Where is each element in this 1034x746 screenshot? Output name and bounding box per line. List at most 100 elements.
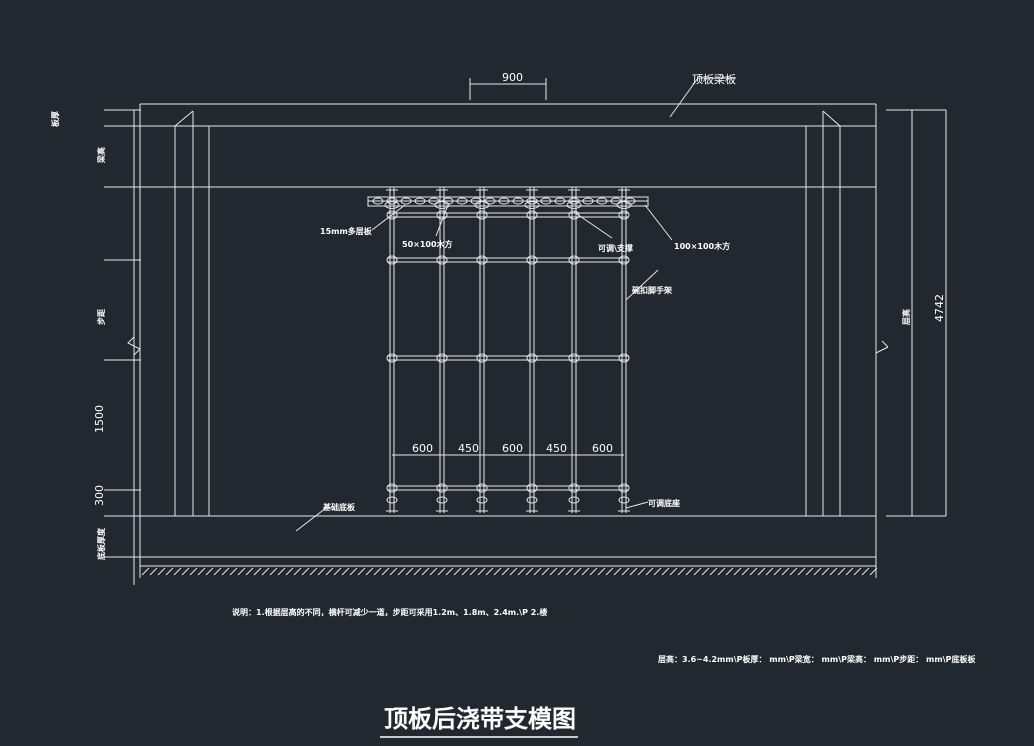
label-foundation-slab: 基础底板 [322, 502, 356, 512]
hatch-stroke [485, 567, 494, 576]
hatch-stroke [565, 567, 574, 576]
side-step-distance: 步距 [96, 309, 106, 325]
hatch-stroke [229, 567, 238, 576]
hatch-stroke [605, 567, 614, 576]
hatch-stroke [397, 567, 406, 576]
hatch-stroke [621, 567, 630, 576]
base-nut [476, 496, 488, 504]
ground-hatch [141, 567, 878, 576]
hatch-stroke [765, 567, 774, 576]
hatch-stroke [373, 567, 382, 576]
hatch-stroke [413, 567, 422, 576]
hatch-stroke [669, 567, 678, 576]
spacing-5: 600 [592, 442, 613, 455]
dim-900: 900 [502, 71, 523, 84]
hatch-stroke [197, 567, 206, 576]
hatch-stroke [781, 567, 790, 576]
hatch-stroke [461, 567, 470, 576]
label-plywood: 15mm多层板 [320, 226, 373, 236]
hatch-stroke [813, 567, 822, 576]
hatch-stroke [541, 567, 550, 576]
base-nut [568, 496, 580, 504]
hatch-stroke [277, 567, 286, 576]
label-timber-large: 100×100木方 [674, 241, 730, 251]
hatch-stroke [749, 567, 758, 576]
spacing-3: 600 [502, 442, 523, 455]
base-nut [526, 496, 538, 504]
coupler-node [436, 353, 448, 363]
hatch-stroke [845, 567, 854, 576]
hatch-stroke [645, 567, 654, 576]
hatch-stroke [517, 567, 526, 576]
hatch-stroke [861, 567, 870, 576]
hatch-stroke [333, 567, 342, 576]
hatch-stroke [261, 567, 270, 576]
hatch-stroke [429, 567, 438, 576]
drawing-title: 顶板后浇带支模图 [384, 705, 576, 733]
hatch-stroke [245, 567, 254, 576]
hatch-stroke [773, 567, 782, 576]
hatch-stroke [309, 567, 318, 576]
hatch-stroke [165, 567, 174, 576]
spacing-2: 450 [458, 442, 479, 455]
hatch-stroke [549, 567, 558, 576]
hatch-stroke [629, 567, 638, 576]
hatch-stroke [365, 567, 374, 576]
coupler-node [386, 255, 398, 265]
hatch-stroke [149, 567, 158, 576]
plywood-strip [367, 196, 649, 207]
dim-4742: 4742 [933, 294, 946, 322]
hatch-stroke [805, 567, 814, 576]
hatch-stroke [173, 567, 182, 576]
hatch-stroke [701, 567, 710, 576]
hatch-stroke [741, 567, 750, 576]
coupler-node [568, 483, 580, 493]
scaffold-frame [372, 187, 636, 513]
hatch-stroke [317, 567, 326, 576]
dim-300: 300 [93, 485, 106, 506]
side-slab-thickness: 板厚 [50, 111, 60, 127]
hatch-stroke [237, 567, 246, 576]
hatch-stroke [357, 567, 366, 576]
coupler-node [476, 210, 488, 220]
coupler-node [386, 353, 398, 363]
hatch-stroke [821, 567, 830, 576]
side-base-slab-thickness: 底板厚度 [96, 527, 106, 561]
coupler-node [476, 353, 488, 363]
hatch-stroke [573, 567, 582, 576]
hatch-stroke [797, 567, 806, 576]
coupler-node [526, 353, 538, 363]
hatch-stroke [189, 567, 198, 576]
hatch-stroke [205, 567, 214, 576]
hatch-stroke [221, 567, 230, 576]
note-text: 说明：1.根据层高的不同，横杆可减少一道，步距可采用1.2m、1.8m、2.4m… [232, 607, 547, 617]
hatch-stroke [453, 567, 462, 576]
hatch-stroke [653, 567, 662, 576]
coupler-node [436, 210, 448, 220]
base-nut [386, 496, 398, 504]
hatch-stroke [725, 567, 734, 576]
hatch-stroke [477, 567, 486, 576]
hatch-stroke [253, 567, 262, 576]
hatch-stroke [405, 567, 414, 576]
hatch-stroke [677, 567, 686, 576]
hatch-stroke [501, 567, 510, 576]
coupler-node [526, 255, 538, 265]
hatch-stroke [613, 567, 622, 576]
coupler-node [568, 353, 580, 363]
label-adjustable-support: 可调\支撑 [598, 243, 633, 253]
hatch-stroke [181, 567, 190, 576]
base-nut [436, 496, 448, 504]
hatch-stroke [445, 567, 454, 576]
hatch-stroke [733, 567, 742, 576]
hatch-stroke [325, 567, 334, 576]
hatch-stroke [493, 567, 502, 576]
hatch-stroke [685, 567, 694, 576]
spacing-1: 600 [412, 442, 433, 455]
dimension-lines [104, 78, 947, 585]
hatch-stroke [533, 567, 542, 576]
hatch-stroke [717, 567, 726, 576]
hatch-stroke [829, 567, 838, 576]
hatch-stroke [141, 567, 150, 576]
hatch-stroke [525, 567, 534, 576]
